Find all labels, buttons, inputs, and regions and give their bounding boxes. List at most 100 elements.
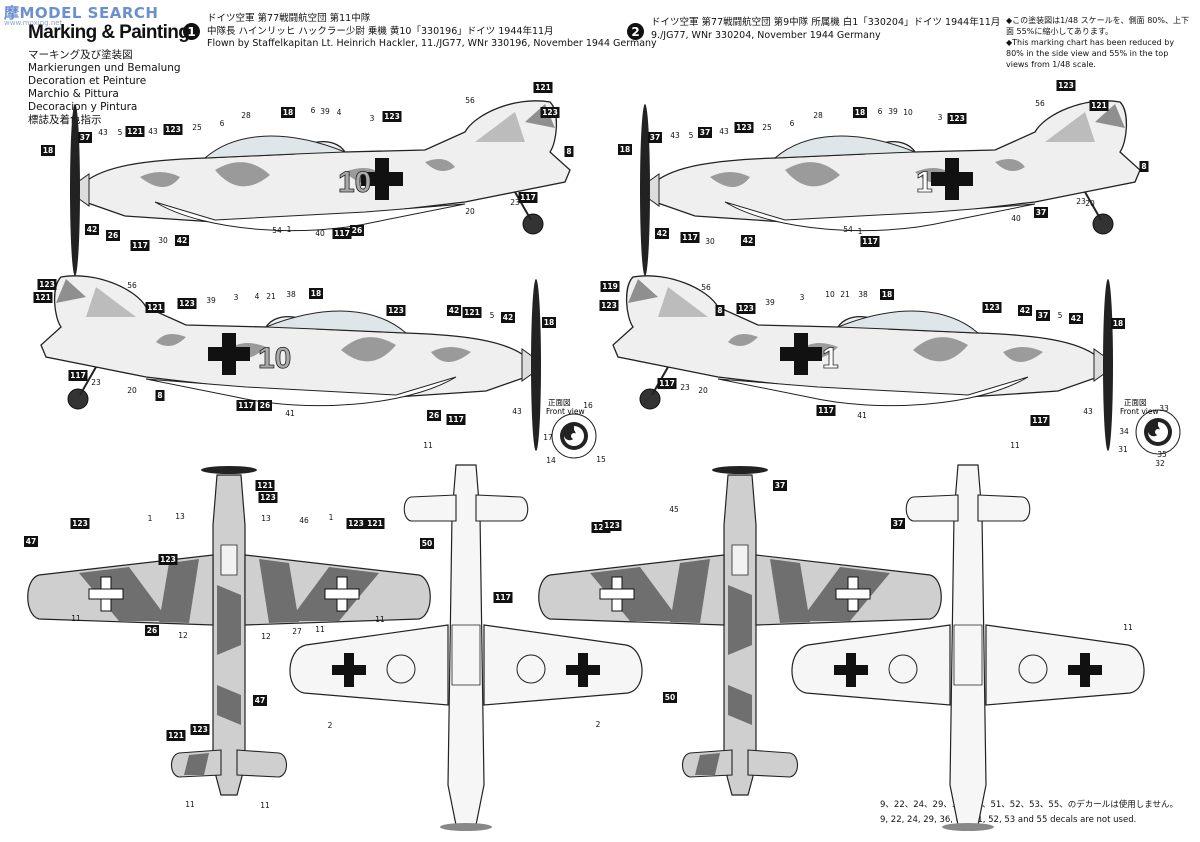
callout-s2_right-14: 5 bbox=[1058, 311, 1063, 320]
callout-tops-17: 12 bbox=[261, 632, 271, 641]
callout-number: 11 bbox=[375, 615, 385, 624]
callout-number: 123 bbox=[72, 519, 88, 528]
callout-box bbox=[648, 132, 662, 143]
callout-number: 121 bbox=[168, 731, 184, 740]
callout-number: 8 bbox=[717, 306, 722, 315]
scheme-1-line-3: Flown by Staffelkapitan Lt. Heinrich Hac… bbox=[207, 38, 657, 49]
callout-number: 18 bbox=[544, 318, 554, 327]
callout-number: 15 bbox=[596, 455, 606, 464]
callout-number: 12 bbox=[261, 632, 271, 641]
callout-number: 13 bbox=[175, 512, 185, 521]
callout-number: 3 bbox=[938, 113, 943, 122]
callout-tops-27: 47 bbox=[253, 695, 267, 706]
callout-tops-12: 123 bbox=[158, 554, 178, 565]
callout-box bbox=[715, 305, 725, 316]
callout-number: 123 bbox=[984, 303, 1000, 312]
callout-number: 123 bbox=[160, 555, 176, 564]
callout-s2_right-8: 21 bbox=[840, 290, 850, 299]
callout-number: 123 bbox=[593, 523, 609, 532]
callout-number: 117 bbox=[520, 193, 536, 202]
callout-s1_right-15: 42 bbox=[501, 312, 515, 323]
callout-number: 18 bbox=[1113, 319, 1123, 328]
callout-s1_left-21: 26 bbox=[106, 230, 120, 241]
callout-s2_right-21: 41 bbox=[857, 411, 867, 420]
callout-s2_right-0: 119 bbox=[600, 281, 620, 292]
callout-number: 54 bbox=[843, 225, 853, 234]
callout-box bbox=[78, 132, 92, 143]
callout-number: 117 bbox=[682, 233, 698, 242]
callout-box bbox=[281, 107, 295, 118]
callout-s1_right-17: 117 bbox=[68, 370, 88, 381]
callout-box bbox=[741, 235, 755, 246]
callout-tops-34: 37 bbox=[773, 480, 787, 491]
callout-number: 17 bbox=[543, 433, 553, 442]
scheme-2-bottom-view bbox=[791, 464, 1145, 832]
callout-s1_left-14: 39 bbox=[320, 107, 330, 116]
callout-number: 30 bbox=[705, 237, 715, 246]
callout-number: 2 bbox=[328, 721, 333, 730]
callout-tops-16: 12 bbox=[178, 631, 188, 640]
callout-s1_right-21: 117 bbox=[236, 400, 256, 411]
callout-number: 18 bbox=[855, 108, 865, 117]
callout-number: 26 bbox=[429, 411, 439, 420]
callout-box bbox=[258, 492, 278, 503]
callout-s1_left-27: 40 bbox=[315, 229, 325, 238]
callout-box bbox=[85, 224, 99, 235]
callout-box bbox=[309, 288, 323, 299]
callout-number: 40 bbox=[315, 229, 325, 238]
callout-s1_left-28: 117 bbox=[332, 228, 352, 239]
scheme-1-caption: ドイツ空軍 第77戦闘航空団 第11中隊 中隊長 ハインリッヒ ハックラー少尉 … bbox=[207, 13, 657, 51]
callout-s1_left-31: 23 bbox=[510, 198, 520, 207]
callout-number: 119 bbox=[602, 282, 618, 291]
scheme-1-line-2: 中隊長 ハインリッヒ ハックラー少尉 乗機 黄10「330196」ドイツ 194… bbox=[207, 25, 554, 37]
callout-number: 34 bbox=[1119, 427, 1129, 436]
scheme-2-line-1: ドイツ空軍 第77戦闘航空団 第9中隊 所属機 白1「330204」ドイツ 19… bbox=[651, 17, 1001, 28]
callout-number: 18 bbox=[43, 146, 53, 155]
callout-s2_right-7: 10 bbox=[825, 290, 835, 299]
callout-number: 18 bbox=[283, 108, 293, 117]
callout-box bbox=[145, 302, 165, 313]
callout-s2_left-4: 43 bbox=[670, 131, 680, 140]
callout-s1_right-26: 43 bbox=[512, 407, 522, 416]
scheme-2-badge: 2 bbox=[627, 23, 644, 40]
callout-tops-15: 26 bbox=[145, 625, 159, 636]
callout-number: 121 bbox=[367, 519, 383, 528]
callout-s1_right-0: 123 bbox=[37, 279, 57, 290]
callout-box bbox=[255, 480, 275, 491]
callout-s2_right-15: 42 bbox=[1069, 313, 1083, 324]
callout-number: 121 bbox=[127, 127, 143, 136]
callout-box bbox=[190, 724, 210, 735]
callout-box bbox=[33, 292, 53, 303]
callout-number: 117 bbox=[132, 241, 148, 250]
callout-s2_right-28: 32 bbox=[1155, 459, 1165, 468]
callout-number: 13 bbox=[261, 514, 271, 523]
callout-s1_right-5: 39 bbox=[206, 296, 216, 305]
callout-s1_right-12: 42 bbox=[447, 305, 461, 316]
callout-tops-21: 121 bbox=[166, 730, 186, 741]
callout-number: 6 bbox=[220, 119, 225, 128]
callout-tops-28: 50 bbox=[663, 692, 677, 703]
callout-box bbox=[68, 370, 88, 381]
callout-s2_left-26: 117 bbox=[860, 236, 880, 247]
callout-s2_right-6: 3 bbox=[800, 293, 805, 302]
callout-s1_right-9: 38 bbox=[286, 290, 296, 299]
callout-s1_right-8: 21 bbox=[266, 292, 276, 301]
callout-s1_left-23: 30 bbox=[158, 236, 168, 245]
callout-number: 10 bbox=[825, 290, 835, 299]
callout-number: 39 bbox=[320, 107, 330, 116]
callout-s2_left-2: 56 bbox=[1035, 99, 1045, 108]
callout-s2_left-9: 25 bbox=[762, 123, 772, 132]
scheme-1-bottom-view bbox=[289, 464, 643, 832]
callout-number: 4 bbox=[337, 108, 342, 117]
callout-number: 41 bbox=[857, 411, 867, 420]
callout-s1_left-15: 4 bbox=[337, 108, 342, 117]
callout-s2_left-27: 40 bbox=[1011, 214, 1021, 223]
callout-number: 23 bbox=[680, 383, 690, 392]
callout-s1_left-5: 5 bbox=[118, 128, 123, 137]
callout-box bbox=[540, 107, 560, 118]
callout-box bbox=[680, 232, 700, 243]
callout-s2_left-23: 42 bbox=[741, 235, 755, 246]
callout-s2_right-20: 117 bbox=[816, 405, 836, 416]
callout-number: 8 bbox=[157, 391, 162, 400]
callout-s1_right-29: 14 bbox=[546, 456, 556, 465]
